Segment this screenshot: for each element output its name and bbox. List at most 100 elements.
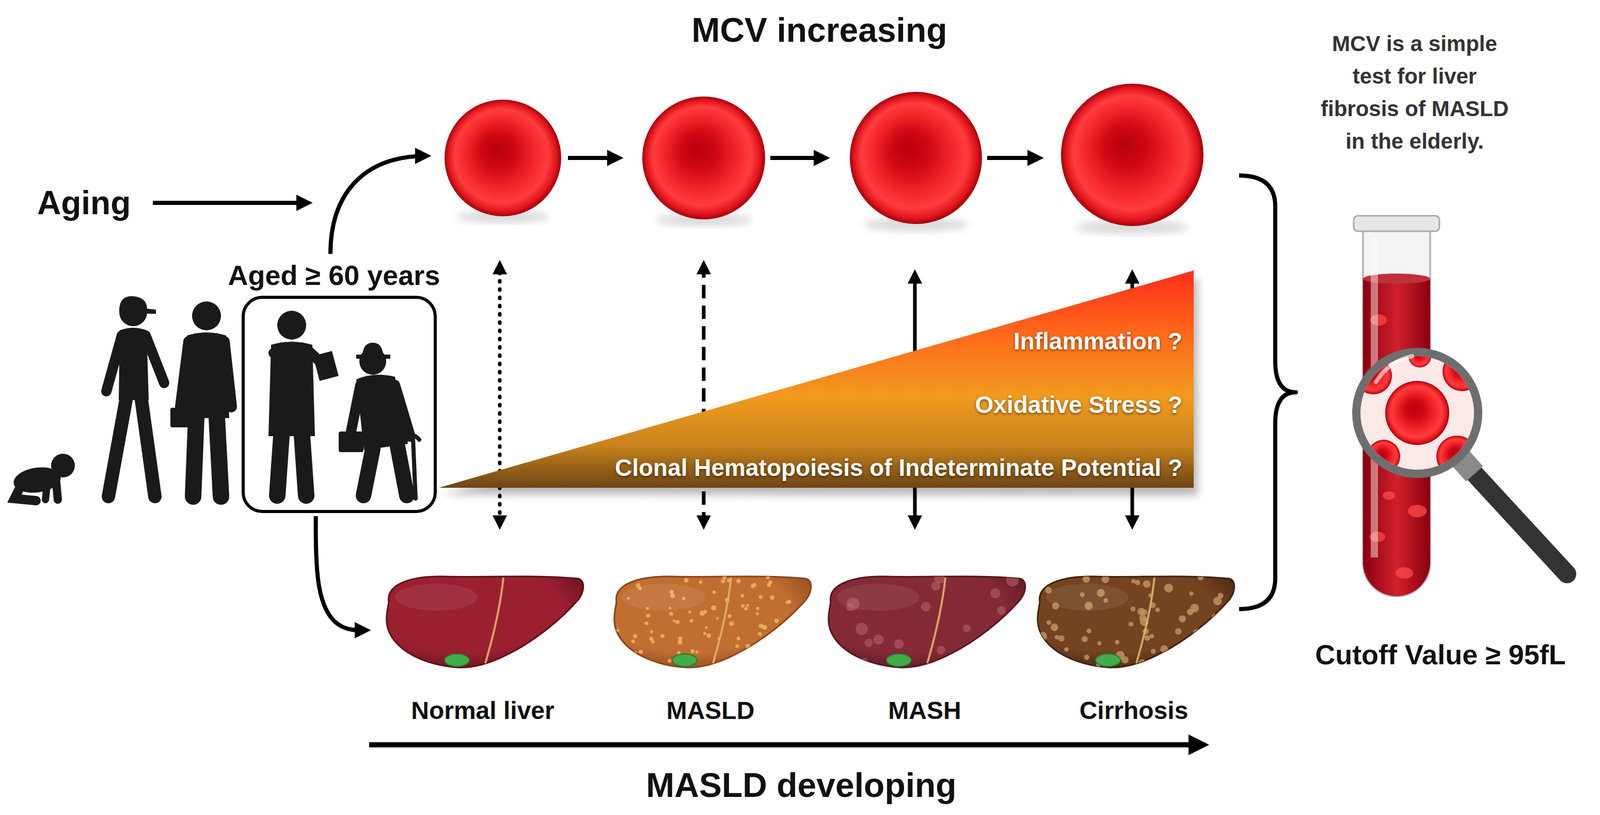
man-leg [277,436,282,496]
liver-spot [740,594,745,598]
liver-spot [672,619,676,623]
liver-spot [1213,596,1223,606]
liver-texture [394,583,478,611]
liver-spot [1134,579,1141,586]
liver-spot [703,631,707,636]
hat [356,342,391,359]
elderly-arm [394,385,411,437]
liver-spot [688,610,692,614]
liver-spot [1150,648,1156,655]
conclusion-note: MCV is a simple test for liver fibrosis … [1313,27,1516,158]
liver-ligament [1136,577,1155,664]
baby-arm [45,481,48,500]
magnifier [1354,344,1567,575]
liver-spot [894,639,905,649]
liver-outline [386,576,584,669]
adult-head [192,301,221,331]
liver-spot [864,639,873,648]
magnifier-lens [1356,352,1479,474]
liver-spot [667,659,672,663]
reading-man-silhouette [268,310,339,496]
cell-arrow [567,155,619,161]
liver-spot [933,573,945,584]
liver-spot [1050,623,1059,632]
liver-spot [1038,631,1048,641]
blood-cell [1407,504,1427,518]
liver-spot [1086,628,1091,634]
liver-spot [751,653,757,659]
aging-label-holder: Aging [37,183,156,224]
wedge-triangle [438,270,1194,488]
bottom-heading-holder: MASLD developing [568,765,1034,806]
liver-spot [746,604,749,607]
liver-spot [1084,654,1090,660]
liver-spot [1197,574,1205,581]
liver-spot [705,626,708,629]
liver-spot [1199,638,1209,647]
liver-spot [1097,641,1102,646]
liver-spot [1211,643,1219,651]
liver-spot [776,637,782,642]
liver-spot [1155,607,1161,613]
liver-ligament [927,577,946,664]
factor-label: Oxidative Stress ? [975,391,1183,419]
liver-spot [1101,575,1110,584]
liver-spot [873,634,884,645]
child-cap [119,296,156,314]
baby-silhouette [11,453,75,501]
liver-spot [736,636,741,641]
liver-spot [996,606,1006,616]
liver-spot [1178,645,1187,655]
liver-spot [695,650,699,654]
liver-spot [1149,634,1155,639]
liver-spot [699,580,703,584]
liver-spot [1114,640,1120,645]
gallbladder [672,654,697,667]
liver-stage: Normal liver [379,571,586,726]
red-blood-cell [444,99,562,217]
liver-spot [727,614,732,619]
aging-label: Aging [37,183,131,224]
liver-spot [758,595,764,600]
liver-spot [936,645,946,655]
liver-spot [858,657,869,668]
liver-spot [638,649,644,655]
red-blood-cell [444,99,562,224]
liver-spot [1082,575,1090,583]
liver-spot [729,621,734,626]
liver-outline [828,576,1026,669]
liver-spot [755,607,760,611]
paper [312,351,339,382]
liver-highlight [836,583,920,611]
child-silhouette [106,296,165,497]
liver-spot [785,600,789,605]
magnified-cells [1354,344,1482,478]
liver-spot [624,660,629,665]
liver-texture [836,573,1019,668]
cell-arrow [770,155,826,161]
liver-spot [948,654,958,664]
liver-spot [768,580,773,585]
blood-cell [1395,567,1414,579]
red-blood-cell [849,91,982,232]
cell-arrows [567,155,1039,161]
stage-label: Normal liver [410,695,554,726]
liver-spot [757,632,762,637]
lens-glare [1375,356,1413,383]
liver-texture [1038,573,1224,669]
liver-spot [645,613,651,619]
liver-spot [660,634,665,639]
liver-stage: MASH [821,571,1028,726]
liver-highlight [622,583,706,611]
child-leg [141,400,155,497]
liver-spot [1042,573,1051,581]
elderly-arm [351,385,361,432]
liver-spot [1147,661,1153,667]
liver-spot [736,578,741,584]
liver-spot [1181,648,1188,655]
child-arm [106,335,122,392]
liver-spot [855,622,868,636]
liver-outline [614,576,812,669]
bracket [1239,175,1296,610]
liver-spot [1160,645,1169,654]
